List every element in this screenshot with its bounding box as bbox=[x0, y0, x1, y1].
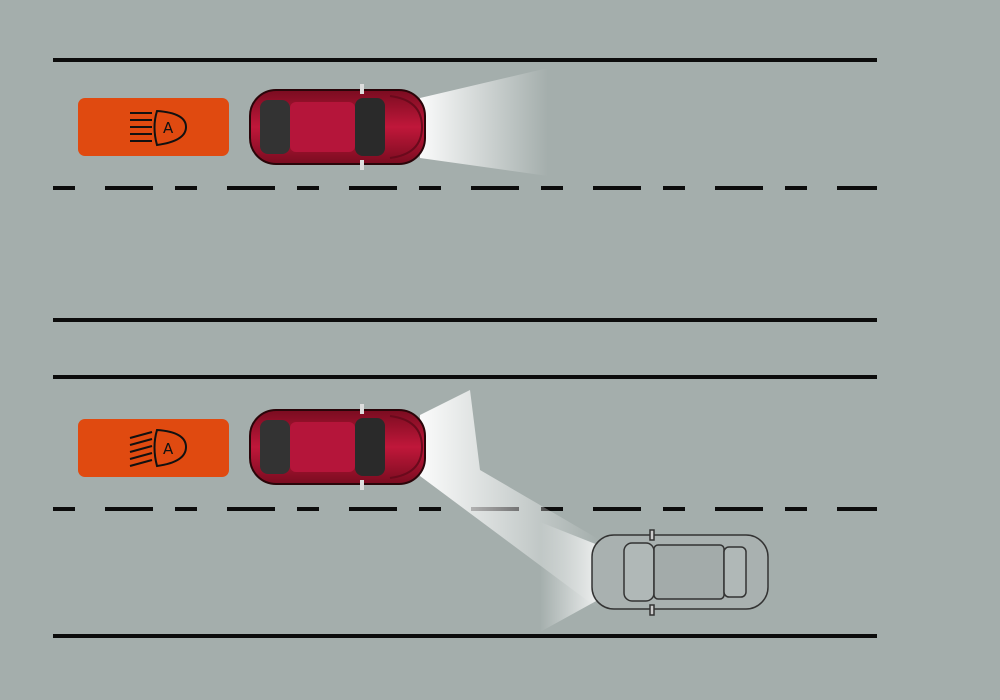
auto-high-beam-indicator: A bbox=[78, 98, 229, 156]
auto-high-beam-icon bbox=[130, 109, 188, 147]
grey-car bbox=[591, 529, 769, 616]
scenario-low-beam: A bbox=[53, 318, 877, 638]
red-car bbox=[249, 403, 426, 491]
red-car bbox=[249, 83, 426, 171]
oncoming-beam-cone bbox=[540, 522, 598, 632]
auto-low-beam-icon bbox=[129, 428, 188, 468]
indicator-letter: A bbox=[163, 440, 174, 458]
auto-low-beam-indicator: A bbox=[78, 419, 229, 477]
high-beam-cone bbox=[420, 68, 548, 176]
scenario-high-beam: A bbox=[53, 58, 877, 190]
indicator-letter: A bbox=[163, 119, 174, 137]
